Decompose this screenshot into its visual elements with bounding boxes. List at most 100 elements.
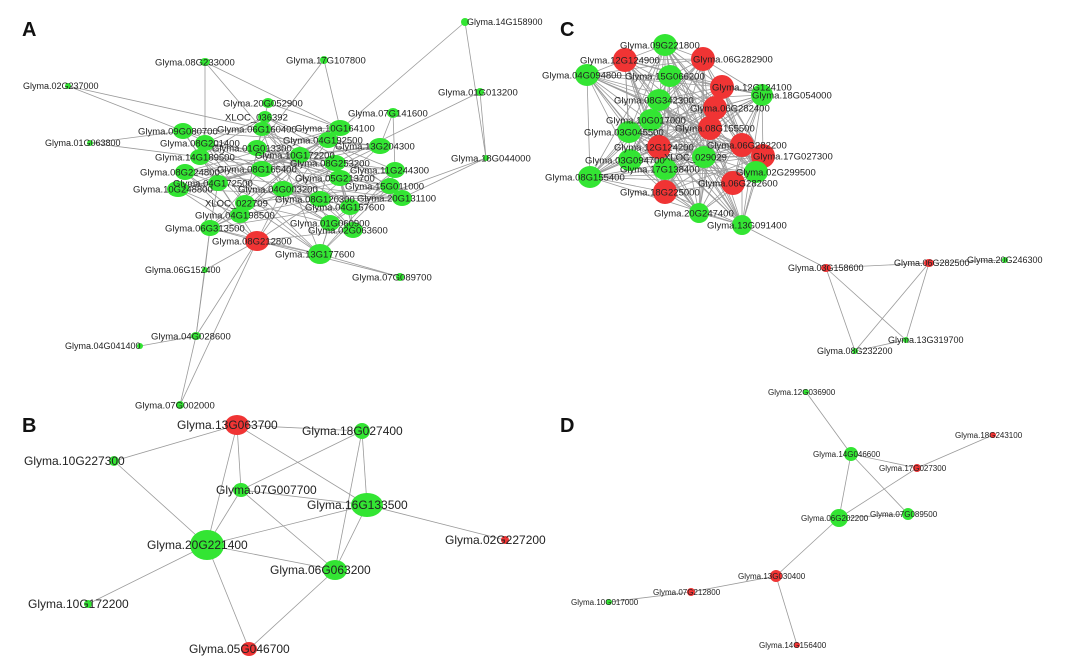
- gene-node-down[interactable]: [902, 508, 914, 520]
- gene-label: Glyma.13G030400: [738, 572, 806, 581]
- network-edge: [204, 142, 246, 204]
- gene-node-down[interactable]: [191, 332, 201, 340]
- network-edge: [690, 575, 777, 593]
- gene-node-down[interactable]: [903, 337, 909, 343]
- gene-node-down[interactable]: [385, 162, 405, 178]
- gene-node-up[interactable]: [821, 264, 831, 272]
- gene-node-down[interactable]: [340, 199, 360, 215]
- gene-node-down[interactable]: [175, 164, 195, 180]
- gene-node-down[interactable]: [251, 161, 273, 177]
- gene-node-down[interactable]: [329, 120, 351, 136]
- gene-node-down[interactable]: [190, 149, 210, 165]
- gene-node-down[interactable]: [308, 244, 332, 264]
- gene-node-down[interactable]: [617, 121, 641, 143]
- gene-node-up[interactable]: [687, 588, 695, 596]
- gene-node-down[interactable]: [844, 447, 858, 461]
- gene-node-down[interactable]: [109, 456, 119, 466]
- gene-node-down[interactable]: [253, 122, 271, 136]
- gene-node-up[interactable]: [770, 570, 782, 582]
- gene-node-down[interactable]: [575, 64, 599, 86]
- gene-node-down[interactable]: [689, 203, 709, 223]
- gene-node-down[interactable]: [852, 348, 858, 354]
- gene-node-down[interactable]: [208, 175, 228, 191]
- gene-node-down[interactable]: [351, 493, 383, 517]
- gene-node-down[interactable]: [202, 267, 208, 273]
- gene-node-up[interactable]: [990, 432, 996, 438]
- gene-node-down[interactable]: [258, 111, 272, 123]
- gene-node-down[interactable]: [606, 599, 612, 605]
- gene-node-down[interactable]: [343, 222, 363, 238]
- gene-node-up[interactable]: [698, 116, 722, 140]
- gene-node-down[interactable]: [137, 343, 143, 349]
- gene-node-down[interactable]: [84, 600, 92, 608]
- gene-node-down[interactable]: [653, 158, 677, 180]
- network-edge: [327, 21, 466, 141]
- gene-node-down[interactable]: [830, 509, 848, 527]
- gene-node-down[interactable]: [230, 207, 250, 223]
- gene-node-down[interactable]: [329, 170, 351, 186]
- gene-node-up[interactable]: [730, 133, 754, 157]
- gene-node-down[interactable]: [476, 88, 484, 96]
- gene-node-down[interactable]: [461, 18, 469, 26]
- panel-letter-d: D: [560, 415, 574, 437]
- gene-node-down[interactable]: [247, 140, 267, 156]
- network-edge: [204, 61, 263, 130]
- gene-node-down[interactable]: [578, 166, 602, 188]
- gene-node-down[interactable]: [262, 98, 274, 108]
- gene-node-down[interactable]: [387, 108, 399, 118]
- gene-node-down[interactable]: [318, 132, 338, 148]
- gene-node-up[interactable]: [691, 47, 715, 71]
- gene-node-down[interactable]: [658, 65, 682, 87]
- gene-node-down[interactable]: [618, 149, 642, 171]
- gene-node-down[interactable]: [195, 135, 215, 151]
- gene-node-up[interactable]: [721, 171, 745, 195]
- gene-node-down[interactable]: [176, 401, 184, 409]
- gene-node-up[interactable]: [225, 415, 249, 435]
- gene-node-down[interactable]: [233, 483, 249, 497]
- gene-node-up[interactable]: [501, 536, 509, 544]
- network-edge: [586, 58, 704, 76]
- gene-node-down[interactable]: [190, 530, 224, 560]
- gene-node-down[interactable]: [1002, 257, 1008, 263]
- gene-node-down[interactable]: [653, 34, 677, 56]
- gene-node-down[interactable]: [744, 161, 768, 183]
- gene-node-down[interactable]: [380, 178, 400, 194]
- gene-node-down[interactable]: [167, 181, 189, 197]
- gene-node-down[interactable]: [65, 83, 71, 89]
- gene-node-up[interactable]: [710, 75, 734, 99]
- gene-node-down[interactable]: [320, 215, 340, 231]
- gene-label: Glyma.02G227200: [445, 533, 546, 547]
- gene-node-up[interactable]: [703, 96, 727, 120]
- gene-node-down[interactable]: [324, 155, 346, 171]
- gene-node-down[interactable]: [320, 56, 328, 64]
- gene-node-down[interactable]: [369, 138, 391, 154]
- gene-node-down[interactable]: [396, 273, 404, 281]
- gene-node-up[interactable]: [653, 180, 677, 204]
- gene-node-down[interactable]: [392, 190, 412, 206]
- gene-node-up[interactable]: [913, 464, 921, 472]
- gene-node-down[interactable]: [751, 84, 773, 106]
- gene-node-down[interactable]: [803, 389, 809, 395]
- gene-node-up[interactable]: [613, 48, 637, 72]
- gene-node-down[interactable]: [272, 181, 294, 197]
- gene-node-down[interactable]: [483, 155, 489, 161]
- gene-node-up[interactable]: [924, 259, 934, 267]
- gene-node-up[interactable]: [241, 642, 257, 656]
- gene-label: Glyma.10G248800: [133, 184, 213, 195]
- gene-node-down[interactable]: [647, 89, 671, 111]
- gene-label: Glyma.12G036900: [768, 388, 836, 397]
- gene-node-down[interactable]: [639, 109, 663, 131]
- gene-node-down[interactable]: [87, 140, 93, 146]
- gene-node-down[interactable]: [200, 220, 220, 236]
- gene-node-down[interactable]: [692, 146, 716, 168]
- gene-node-down[interactable]: [290, 147, 310, 163]
- gene-node-up[interactable]: [245, 231, 269, 251]
- gene-node-down[interactable]: [173, 123, 193, 139]
- gene-node-down[interactable]: [200, 58, 210, 66]
- gene-node-down[interactable]: [309, 191, 331, 207]
- gene-node-up[interactable]: [647, 135, 671, 159]
- gene-node-down[interactable]: [323, 560, 347, 580]
- gene-node-up[interactable]: [794, 642, 800, 648]
- gene-node-down[interactable]: [732, 215, 752, 235]
- gene-node-down[interactable]: [354, 423, 370, 439]
